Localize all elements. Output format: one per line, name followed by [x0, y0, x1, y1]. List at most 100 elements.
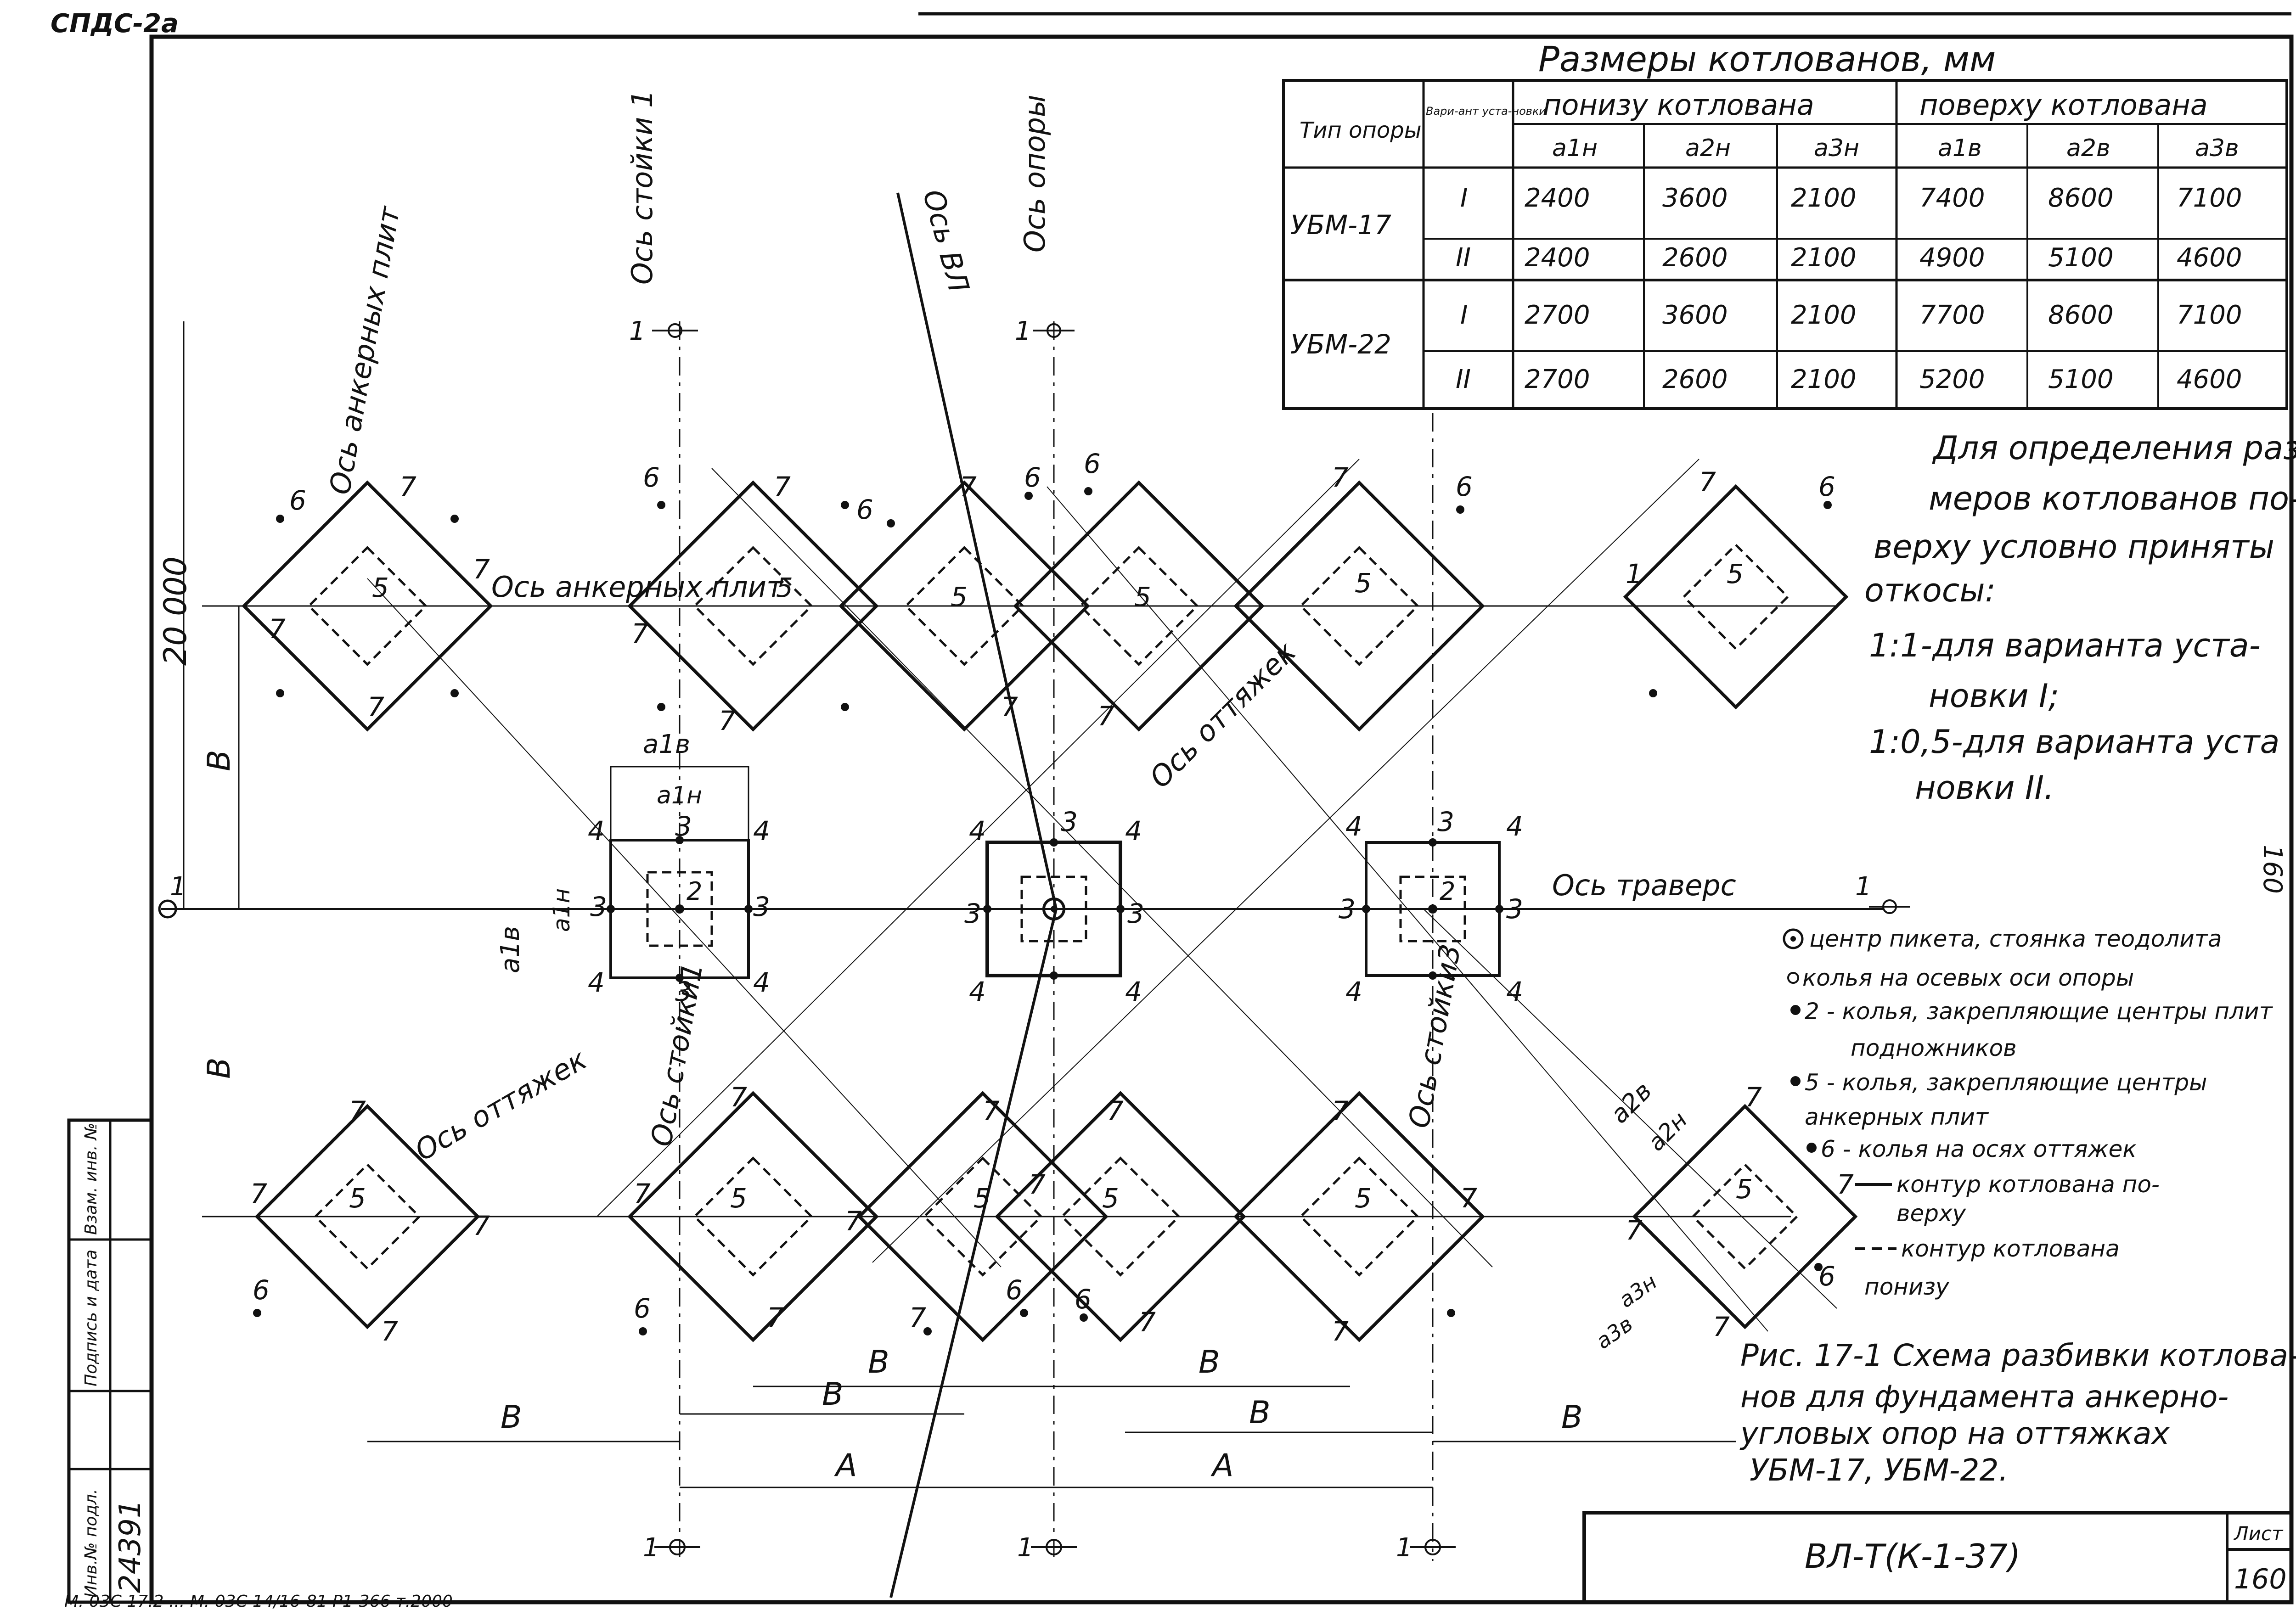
anchor-pit	[995, 1091, 1246, 1342]
stake-label: 6	[634, 1293, 651, 1324]
legend-item: 6 - колья на осях оттяжек	[1821, 1136, 2137, 1162]
stake-label: 6	[856, 494, 873, 525]
stake-label: 6	[289, 485, 306, 516]
stake-label: 5	[1727, 558, 1744, 589]
stake-label: 6	[1006, 1274, 1023, 1306]
table-cell: 2100	[1791, 243, 1857, 273]
stake-label: 7	[367, 691, 384, 723]
stake-label: 3	[1127, 898, 1144, 929]
axis-guy-diag	[1047, 486, 1768, 1332]
stake-label: 7	[1001, 691, 1018, 723]
stake-label: 7	[349, 1095, 366, 1127]
stake-label: 5	[372, 572, 389, 603]
stake-label: 7	[1332, 1316, 1349, 1347]
legend-item: контур котлована по-	[1896, 1171, 2160, 1198]
legend-item: подножников	[1851, 1035, 2017, 1061]
table-cell: 7100	[2177, 300, 2242, 330]
stake-label: 7	[1107, 1095, 1124, 1127]
stake-label: 5	[349, 1183, 366, 1214]
axis-label: Ось опоры	[1018, 95, 1052, 252]
table-cell: 4600	[2177, 365, 2242, 394]
caption-line: Рис. 17-1 Схема разбивки котлова-	[1740, 1338, 2296, 1373]
stake-label: 7	[1460, 1183, 1477, 1214]
figure-caption: Рис. 17-1 Схема разбивки котлова- нов дл…	[1739, 1338, 2296, 1488]
footer-note: М. 03С 17.2 ... М. 03С 14/16-81 Р1-366 т…	[64, 1592, 453, 1610]
stake-label: 7	[774, 471, 791, 502]
stake-label: 4	[1506, 976, 1523, 1007]
note-line: Для определения раз-	[1932, 429, 2296, 467]
stake-label: 3	[1437, 806, 1454, 837]
dim-a2n: а2н	[1643, 1106, 1692, 1156]
anchor-pit	[627, 480, 879, 732]
stake-label: 7	[1626, 1215, 1643, 1246]
table-cell: 5200	[1919, 365, 1985, 394]
title-block-sheet-label: Лист	[2233, 1522, 2284, 1545]
stamp-podp-data: Подпись и дата	[82, 1250, 101, 1386]
stake-label: 7	[845, 1206, 862, 1237]
stake-label: 1	[1626, 558, 1643, 589]
picket-center-dot	[1051, 906, 1057, 912]
axis-label: Ось стойки 1	[625, 90, 659, 285]
stake-2-icon	[1428, 904, 1437, 914]
stake-label: 6	[1075, 1284, 1092, 1315]
dim-B: В	[822, 1376, 844, 1413]
dim-a3v: а3в	[1591, 1311, 1637, 1354]
dim-B: В	[1199, 1344, 1220, 1380]
legend-item: 5 - колья, закрепляющие центры	[1805, 1069, 2207, 1096]
anchor-pit	[242, 480, 493, 732]
dim-A: А	[834, 1447, 857, 1484]
dim-B: В	[1249, 1395, 1271, 1431]
stake-label: 6	[1024, 462, 1041, 493]
note-line: откосы:	[1864, 572, 1996, 609]
dim-a1n-side: а1н	[548, 888, 575, 932]
stake-label: 4	[969, 815, 986, 847]
axis-guy-diag	[711, 468, 1493, 1268]
stake-label: 5	[1355, 567, 1372, 599]
legend: центр пикета, стоянка теодолита колья на…	[1783, 926, 2273, 1300]
stake-label: 5	[974, 1183, 990, 1214]
axis-label: Ось стойки3	[1402, 942, 1467, 1130]
table-cell-type: УБМ-17	[1290, 209, 1391, 241]
legend-center-icon	[1783, 928, 1804, 949]
table-cell: 4900	[1919, 243, 1985, 273]
stake-label: 5	[1102, 1183, 1119, 1214]
axis-label: Ось анкерных плит	[323, 203, 406, 497]
stake-label: 4	[588, 967, 605, 998]
table-subhead: а2в	[2066, 135, 2110, 162]
stamp-inv-number: 24391	[113, 1499, 147, 1593]
axis-label: Ось ВЛ	[917, 186, 976, 296]
stake-label: 4	[1345, 811, 1362, 842]
table-cell: 2100	[1791, 183, 1857, 213]
table-subhead: а3в	[2195, 135, 2239, 162]
table-cell: 2600	[1662, 365, 1728, 394]
stake-label: 2	[1440, 877, 1455, 906]
dim-B: В	[868, 1344, 889, 1380]
note-line: верху условно приняты	[1874, 528, 2274, 566]
table-cell: 7400	[1919, 183, 1985, 213]
title-block: ВЛ-Т(К-1-37) Лист 160	[1582, 1511, 2293, 1604]
stake-label: 6	[1084, 448, 1101, 479]
stake-label: 7	[634, 1178, 651, 1209]
stake-label: 3	[1061, 806, 1078, 837]
stake-label: 5	[1736, 1173, 1753, 1205]
stake-label: 7	[1699, 466, 1716, 498]
stake-label: 5	[1134, 581, 1151, 612]
anchor-pit	[838, 480, 1090, 732]
stake-label: 7	[1332, 462, 1349, 493]
stake-label: 7	[1837, 1169, 1854, 1200]
anchor-pit	[1632, 1104, 1858, 1330]
table-group-bottom: понизу котлована	[1543, 88, 1814, 122]
title-block-sheet-number: 160	[2234, 1563, 2287, 1595]
table-cell-variant: I	[1460, 300, 1468, 330]
header-stamp: СПДС-2а	[51, 9, 179, 39]
legend-item: анкерных плит	[1805, 1104, 1989, 1130]
table-cell: 3600	[1662, 300, 1728, 330]
legend-center-dot	[1790, 936, 1796, 942]
stake-label: 7	[1097, 701, 1114, 732]
stake-label: 4	[1125, 976, 1142, 1007]
legend-dot-icon	[1790, 1076, 1801, 1086]
section-mark-label: 1	[1015, 316, 1031, 346]
stake-label: 7	[631, 618, 648, 649]
stamp-inv-podl: Инв.№ подл.	[82, 1489, 101, 1598]
